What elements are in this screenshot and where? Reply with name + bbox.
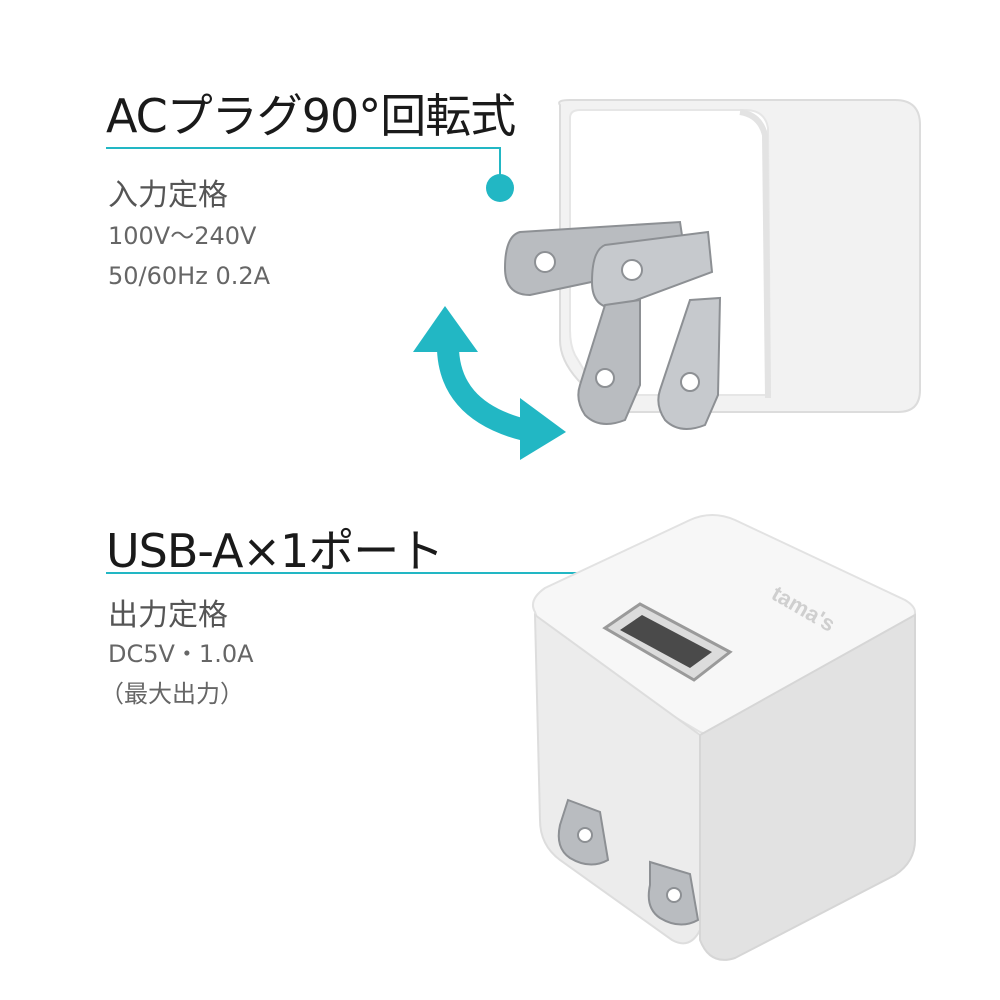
output-voltage-spec: DC5V・1.0A bbox=[108, 640, 254, 668]
input-frequency-spec: 50/60Hz 0.2A bbox=[108, 262, 271, 290]
callout-dot-ac bbox=[486, 174, 514, 202]
ac-plug-heading: ACプラグ90°回転式 bbox=[106, 89, 516, 143]
output-max-note: （最大出力） bbox=[100, 680, 244, 708]
rotation-arrow-icon bbox=[413, 306, 566, 460]
output-rating-label: 出力定格 bbox=[108, 598, 228, 633]
prong-horizontal-2 bbox=[590, 230, 714, 310]
charger-bottom-body bbox=[532, 514, 916, 961]
usb-port-heading: USB-A×1ポート bbox=[106, 524, 444, 578]
prong-bottom-1 bbox=[557, 798, 610, 866]
prong-bottom-2 bbox=[647, 860, 700, 926]
callout-line-ac bbox=[106, 147, 501, 185]
prong-vertical-1 bbox=[577, 298, 641, 425]
input-rating-label: 入力定格 bbox=[108, 178, 228, 213]
prong-vertical-2 bbox=[657, 296, 722, 430]
input-voltage-spec: 100V〜240V bbox=[108, 222, 257, 250]
